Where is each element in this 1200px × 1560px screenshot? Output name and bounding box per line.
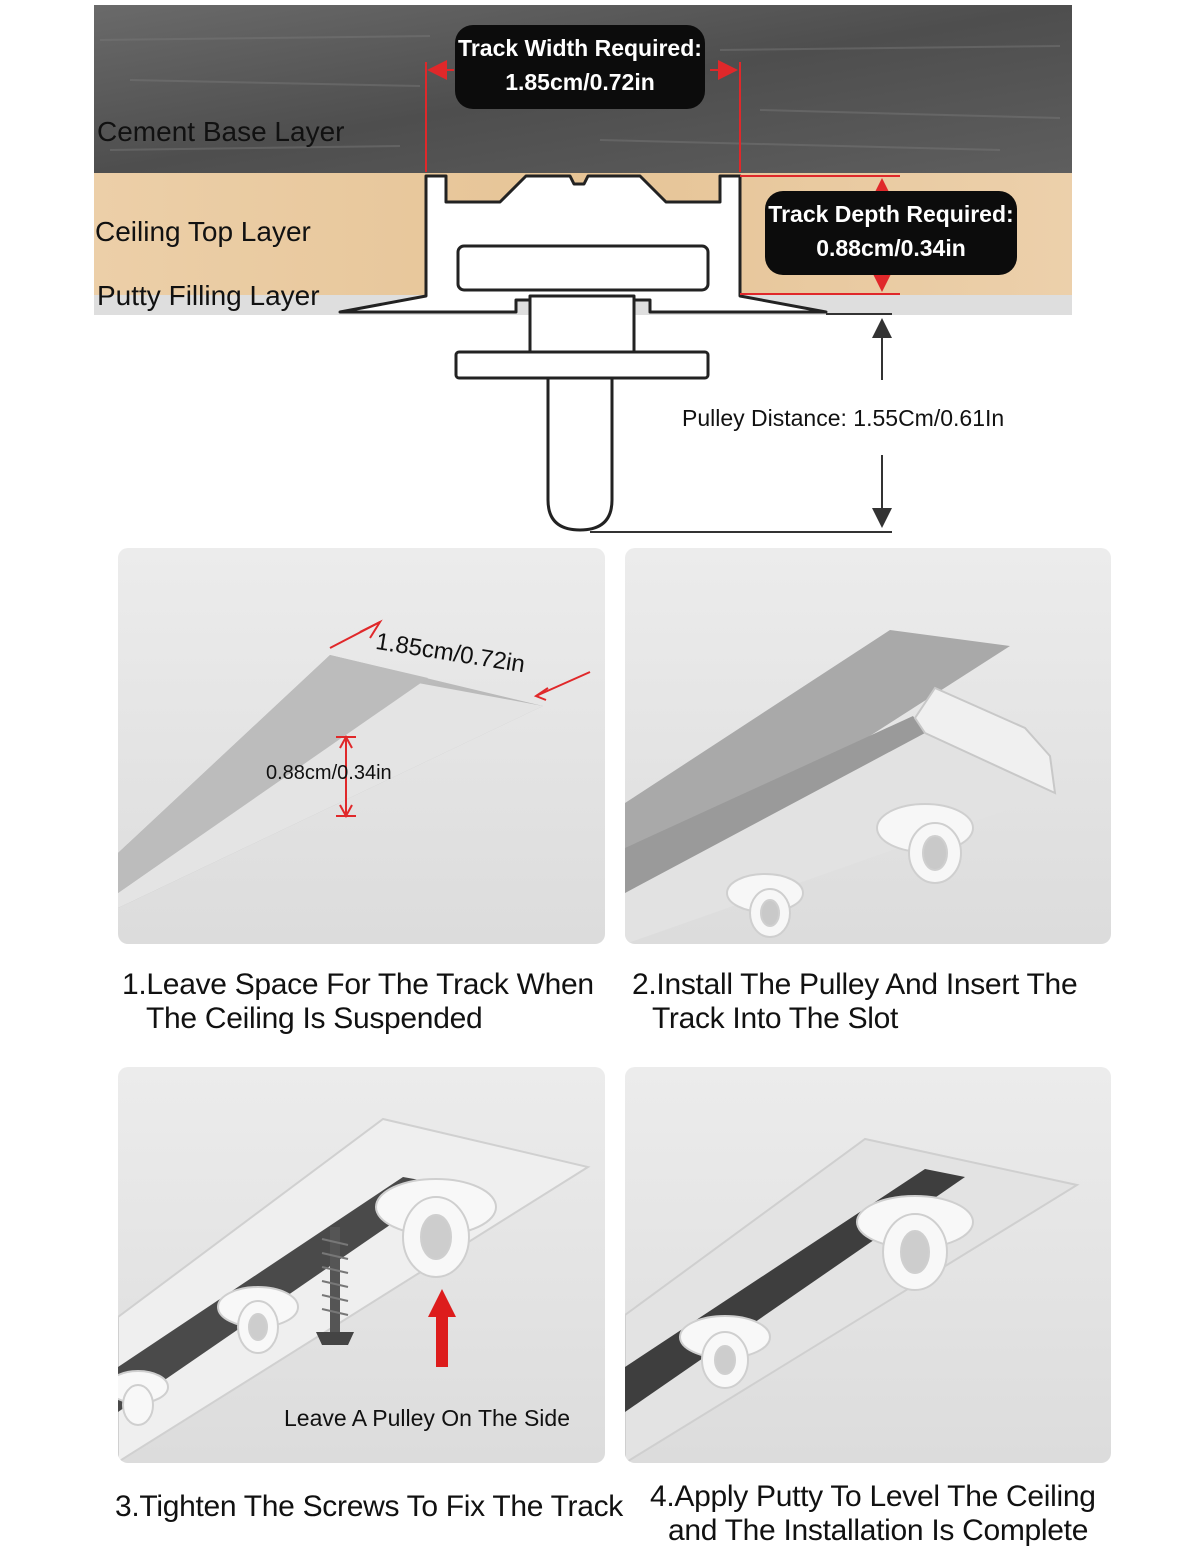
putty-layer-label: Putty Filling Layer bbox=[97, 280, 320, 311]
cross-section-diagram: Cement Base Layer Ceiling Top Layer Putt… bbox=[0, 0, 1200, 540]
step-3-image: Leave A Pulley On The Side bbox=[118, 1067, 605, 1463]
step-4-image bbox=[625, 1067, 1111, 1463]
step-4-pulleys bbox=[679, 1195, 974, 1389]
depth-dimension bbox=[740, 175, 900, 295]
track-width-value: 1.85cm/0.72in bbox=[505, 69, 655, 95]
step-3-note: Leave A Pulley On The Side bbox=[284, 1405, 570, 1431]
step-2-caption: 2.Install The Pulley And Insert The Trac… bbox=[632, 968, 1078, 1036]
pulley-distance-label: Pulley Distance: 1.55Cm/0.61In bbox=[682, 405, 1005, 431]
screw-icon bbox=[316, 1227, 354, 1345]
track-profile bbox=[338, 174, 828, 532]
step-4-caption: 4.Apply Putty To Level The Ceiling and T… bbox=[650, 1480, 1096, 1548]
step-2-drawing bbox=[625, 630, 1057, 944]
track-depth-title: Track Depth Required: bbox=[768, 201, 1014, 227]
track-width-title: Track Width Required: bbox=[458, 35, 702, 61]
step-2-pulleys bbox=[726, 803, 974, 938]
step-2-caption-line2: Track Into The Slot bbox=[652, 1002, 899, 1035]
step-2-caption-line1: 2.Install The Pulley And Insert The bbox=[632, 968, 1078, 1001]
step-1-image: 1.85cm/0.72in 0.88cm/0.34in bbox=[118, 548, 605, 944]
step-1-depth-label: 0.88cm/0.34in bbox=[266, 762, 392, 784]
step-4-drawing bbox=[625, 1137, 1080, 1463]
step-4-caption-line2: and The Installation Is Complete bbox=[668, 1514, 1089, 1547]
step-1-caption-line2: The Ceiling Is Suspended bbox=[146, 1002, 483, 1035]
step-1-caption-line1: 1.Leave Space For The Track When bbox=[122, 968, 594, 1001]
cement-texture bbox=[99, 35, 1061, 151]
step-2-image bbox=[625, 548, 1111, 944]
track-depth-value: 0.88cm/0.34in bbox=[816, 235, 966, 261]
step-3-pulleys bbox=[118, 1178, 497, 1426]
step-1-caption: 1.Leave Space For The Track When The Cei… bbox=[122, 968, 594, 1036]
step-3-caption: 3.Tighten The Screws To Fix The Track bbox=[115, 1490, 623, 1524]
pulley-distance-dimension bbox=[590, 313, 892, 533]
track-depth-label: Track Depth Required: 0.88cm/0.34in bbox=[765, 191, 1017, 275]
step-3-caption-line1: 3.Tighten The Screws To Fix The Track bbox=[115, 1490, 624, 1523]
step-1-drawing bbox=[118, 619, 591, 908]
up-arrow-icon bbox=[428, 1289, 456, 1367]
step-4-caption-line1: 4.Apply Putty To Level The Ceiling bbox=[650, 1480, 1096, 1513]
track-width-label: Track Width Required: 1.85cm/0.72in bbox=[455, 25, 705, 109]
step-3-drawing bbox=[118, 1117, 591, 1463]
width-dimension bbox=[425, 60, 741, 172]
ceiling-layer-label: Ceiling Top Layer bbox=[95, 216, 311, 247]
cement-layer-label: Cement Base Layer bbox=[97, 116, 345, 147]
